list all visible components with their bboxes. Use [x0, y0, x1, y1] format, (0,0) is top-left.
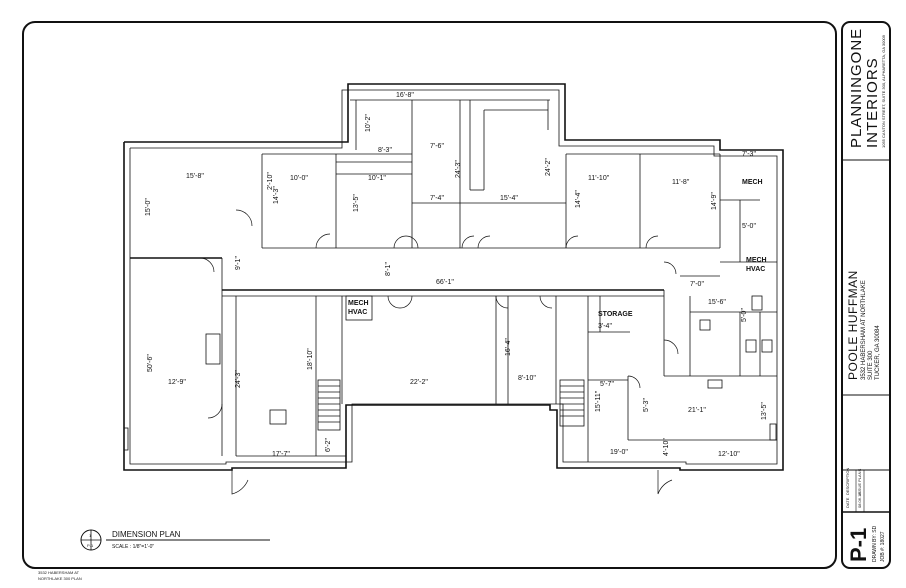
dim-16-4: 16'-4" [505, 338, 512, 356]
corner-note-2: NORTHLAKE 300 PLAN [38, 576, 82, 581]
project-address-1-text: 3532 HABERSHAM AT NORTHLAKE [861, 280, 867, 380]
dim-19-0: 19'-0" [610, 449, 628, 456]
job-number: JOB #: 18027 [880, 531, 886, 562]
dim-50-6: 50'-6" [147, 354, 154, 372]
room-labels: MECH MECH HVAC MECH HVAC STORAGE [348, 179, 767, 318]
plan-title-text: DIMENSION PLAN [112, 530, 181, 539]
dim-16-8: 16'-8" [396, 92, 414, 99]
dim-6-2: 6'-2" [325, 438, 332, 452]
drawn-by-value: SD [872, 525, 878, 533]
rev-col-date: DATE [845, 498, 850, 508]
dim-5-3: 5'-3" [643, 398, 650, 412]
dim-11-10: 11'-10" [588, 175, 610, 182]
label-mech-hvac-1b: HVAC [348, 309, 367, 316]
dim-14-4: 14'-4" [575, 190, 582, 208]
dim-13-5b: 13'-5" [353, 194, 360, 212]
plan-key-sheet: P-1 [87, 543, 94, 548]
rev-col-date-text: DATE [845, 497, 850, 508]
dim-15-4: 15'-4" [500, 195, 518, 202]
project-address-2: SUITE 300 [868, 351, 874, 380]
project-address-2-text: SUITE 300 [868, 350, 874, 380]
dim-24-3b: 24'-3" [235, 370, 242, 388]
firm-address: 1055 CANTON STREET, SUITE 300, ALPHARETT… [881, 35, 886, 148]
dim-2-10: 2'-10" [267, 172, 274, 190]
dim-24-3: 24'-3" [455, 160, 462, 178]
dim-10-1: 10'-1" [368, 175, 386, 182]
rev-col-desc: DESCRIPTION [845, 468, 850, 495]
dim-12-10: 12'-10" [718, 451, 740, 458]
firm-name-one: ONE [848, 27, 865, 64]
dim-11-8: 11'-8" [672, 179, 690, 186]
dim-10-0: 10'-0" [290, 175, 308, 182]
dimension-strings: 15'-8" 15'-0" 10'-0" 10'-1" 16'-8" 10'-2… [145, 92, 768, 458]
dim-3-4: 3'-4" [598, 323, 612, 330]
stairs [123, 295, 777, 451]
dim-66-1: 66'-1" [436, 279, 454, 286]
project-address-3-text: TUCKER, GA 30084 [875, 325, 881, 380]
dim-15-0: 15'-0" [145, 198, 152, 216]
dim-10-2: 10'-2" [365, 114, 372, 132]
rev-col-desc-text: DESCRIPTION [845, 467, 850, 495]
dim-18-10: 18'-10" [307, 348, 314, 370]
dim-7-4: 7'-4" [430, 195, 444, 202]
dim-15-11: 15'-11" [595, 390, 602, 412]
dim-7-3: 7'-3" [742, 151, 756, 158]
title-block-border [841, 21, 891, 569]
project-address-3: TUCKER, GA 30084 [875, 325, 881, 380]
dim-21-1: 21'-1" [688, 407, 706, 414]
sheet-number: P-1 [846, 528, 872, 562]
rev-row1-desc-text: ISSUE PLANS [857, 468, 862, 495]
dim-17-7: 17'-7" [272, 451, 290, 458]
label-mech-hvac-2: MECH [746, 257, 767, 264]
dim-8-1: 8'-1" [385, 262, 392, 276]
firm-name-interiors: INTERIORS [864, 57, 881, 148]
label-storage: STORAGE [598, 311, 633, 318]
plan-scale-text: SCALE : 1/8"=1'-0" [112, 544, 154, 550]
rev-row1-desc: ISSUE PLANS [857, 469, 862, 495]
drawn-by-label: DRAWN BY: [872, 534, 878, 562]
project-client: POOLE HUFFMAN [846, 270, 860, 380]
dim-5-0: 5'-0" [742, 223, 756, 230]
firm-address-text: 1055 CANTON STREET, SUITE 300, ALPHARETT… [881, 34, 886, 148]
dim-15-8: 15'-8" [186, 173, 204, 180]
dim-13-5: 13'-5" [761, 402, 768, 420]
dim-14-3: 14'-3" [273, 186, 280, 204]
dim-14-9: 14'-9" [711, 192, 718, 210]
job-value: 18027 [880, 531, 886, 546]
label-mech-hvac-2b: HVAC [746, 266, 765, 273]
drawing-border [22, 21, 837, 569]
dim-7-0: 7'-0" [690, 281, 704, 288]
firm-name-planning: PLANNING [848, 63, 865, 148]
dim-8-10: 8'-10" [518, 375, 536, 382]
plan-key-number: 1 [89, 533, 92, 538]
door-swings [199, 209, 679, 495]
dim-4-10: 4'-10" [663, 438, 670, 456]
project-client-text: POOLE HUFFMAN [846, 270, 860, 380]
dim-15-6: 15'-6" [708, 299, 726, 306]
sheet-number-text: P-1 [846, 527, 871, 562]
corner-note-1: 3532 HABERSHAM AT [38, 570, 80, 575]
dim-8-3: 8'-3" [378, 147, 392, 154]
dim-5-7: 5'-7" [600, 381, 614, 388]
drawn-by: DRAWN BY: SD [872, 526, 878, 562]
dim-5-0b: 5'-0" [741, 308, 748, 322]
dim-22-2: 22'-2" [410, 379, 428, 386]
label-mech-hvac-1: MECH [348, 300, 369, 307]
plan-title: 1 P-1 DIMENSION PLAN SCALE : 1/8"=1'-0" … [38, 529, 270, 581]
firm-name-line1: PLANNINGONE [848, 28, 865, 148]
dim-24-2: 24'-2" [545, 158, 552, 176]
dim-9-1: 9'-1" [235, 256, 242, 270]
building-walls [123, 83, 784, 471]
dim-12-9: 12'-9" [168, 379, 186, 386]
job-label: JOB #: [880, 546, 886, 562]
label-mech: MECH [742, 179, 763, 186]
dim-7-6: 7'-6" [430, 143, 444, 150]
firm-name-line2: INTERIORS [864, 57, 881, 148]
project-address-1: 3532 HABERSHAM AT NORTHLAKE [861, 280, 867, 380]
